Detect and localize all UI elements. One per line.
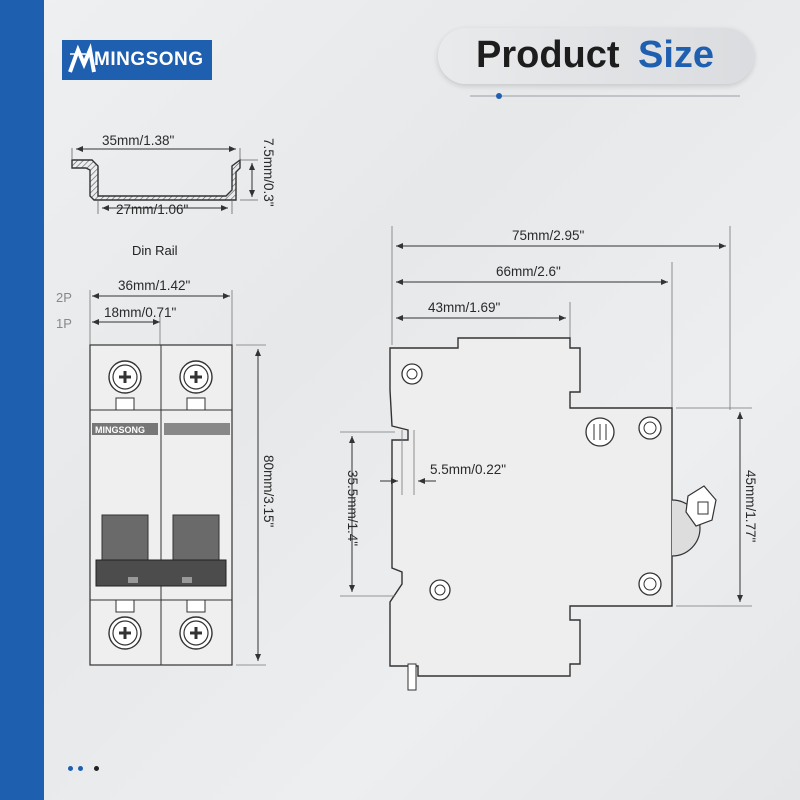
title-word-product: Product — [476, 34, 620, 76]
side-depth-body-dim: 66mm/2.6" — [496, 264, 561, 279]
din-rail-caption: Din Rail — [132, 243, 178, 258]
brand-name: MINGSONG — [94, 49, 204, 70]
title-banner: Product Size — [438, 28, 754, 84]
pole-2p-label: 2P — [56, 290, 72, 305]
side-rail-height-dim: 35.5mm/1.4" — [345, 470, 360, 546]
front-brand-label: MINGSONG — [95, 425, 145, 435]
din-rail-height: 7.5mm/0.3" — [261, 138, 276, 207]
side-view-diagram: 75mm/2.95" 66mm/2.6" 43mm/1.69" 5.5mm/0.… — [340, 226, 758, 691]
front-view-diagram: 2P 1P 36mm/1.42" 18mm/0.71" — [56, 278, 276, 666]
side-slot-width-dim: 5.5mm/0.22" — [430, 462, 506, 477]
pagination-dots — [68, 758, 104, 776]
pole-1p-label: 1P — [56, 316, 72, 331]
width-1p-dim: 18mm/0.71" — [104, 305, 177, 320]
title-underline — [470, 93, 740, 99]
side-depth-front-dim: 43mm/1.69" — [428, 300, 501, 315]
side-front-height-dim: 45mm/1.77" — [743, 470, 758, 543]
terminal-screw-icon — [108, 360, 213, 650]
side-depth-total-dim: 75mm/2.95" — [512, 228, 585, 243]
din-rail-top-width: 35mm/1.38" — [102, 133, 175, 148]
title-word-size: Size — [638, 34, 715, 76]
front-height-dim: 80mm/3.15" — [261, 455, 276, 528]
brand-logo: MINGSONG — [62, 40, 212, 80]
din-rail-bottom-width: 27mm/1.06" — [116, 202, 189, 217]
mingsong-logo-icon — [68, 43, 96, 73]
left-accent-bar — [0, 0, 44, 800]
width-2p-dim: 36mm/1.42" — [118, 278, 191, 293]
din-rail-diagram: 35mm/1.38" 27mm/1.06" 7.5mm/0.3" Din Rai… — [71, 133, 276, 258]
